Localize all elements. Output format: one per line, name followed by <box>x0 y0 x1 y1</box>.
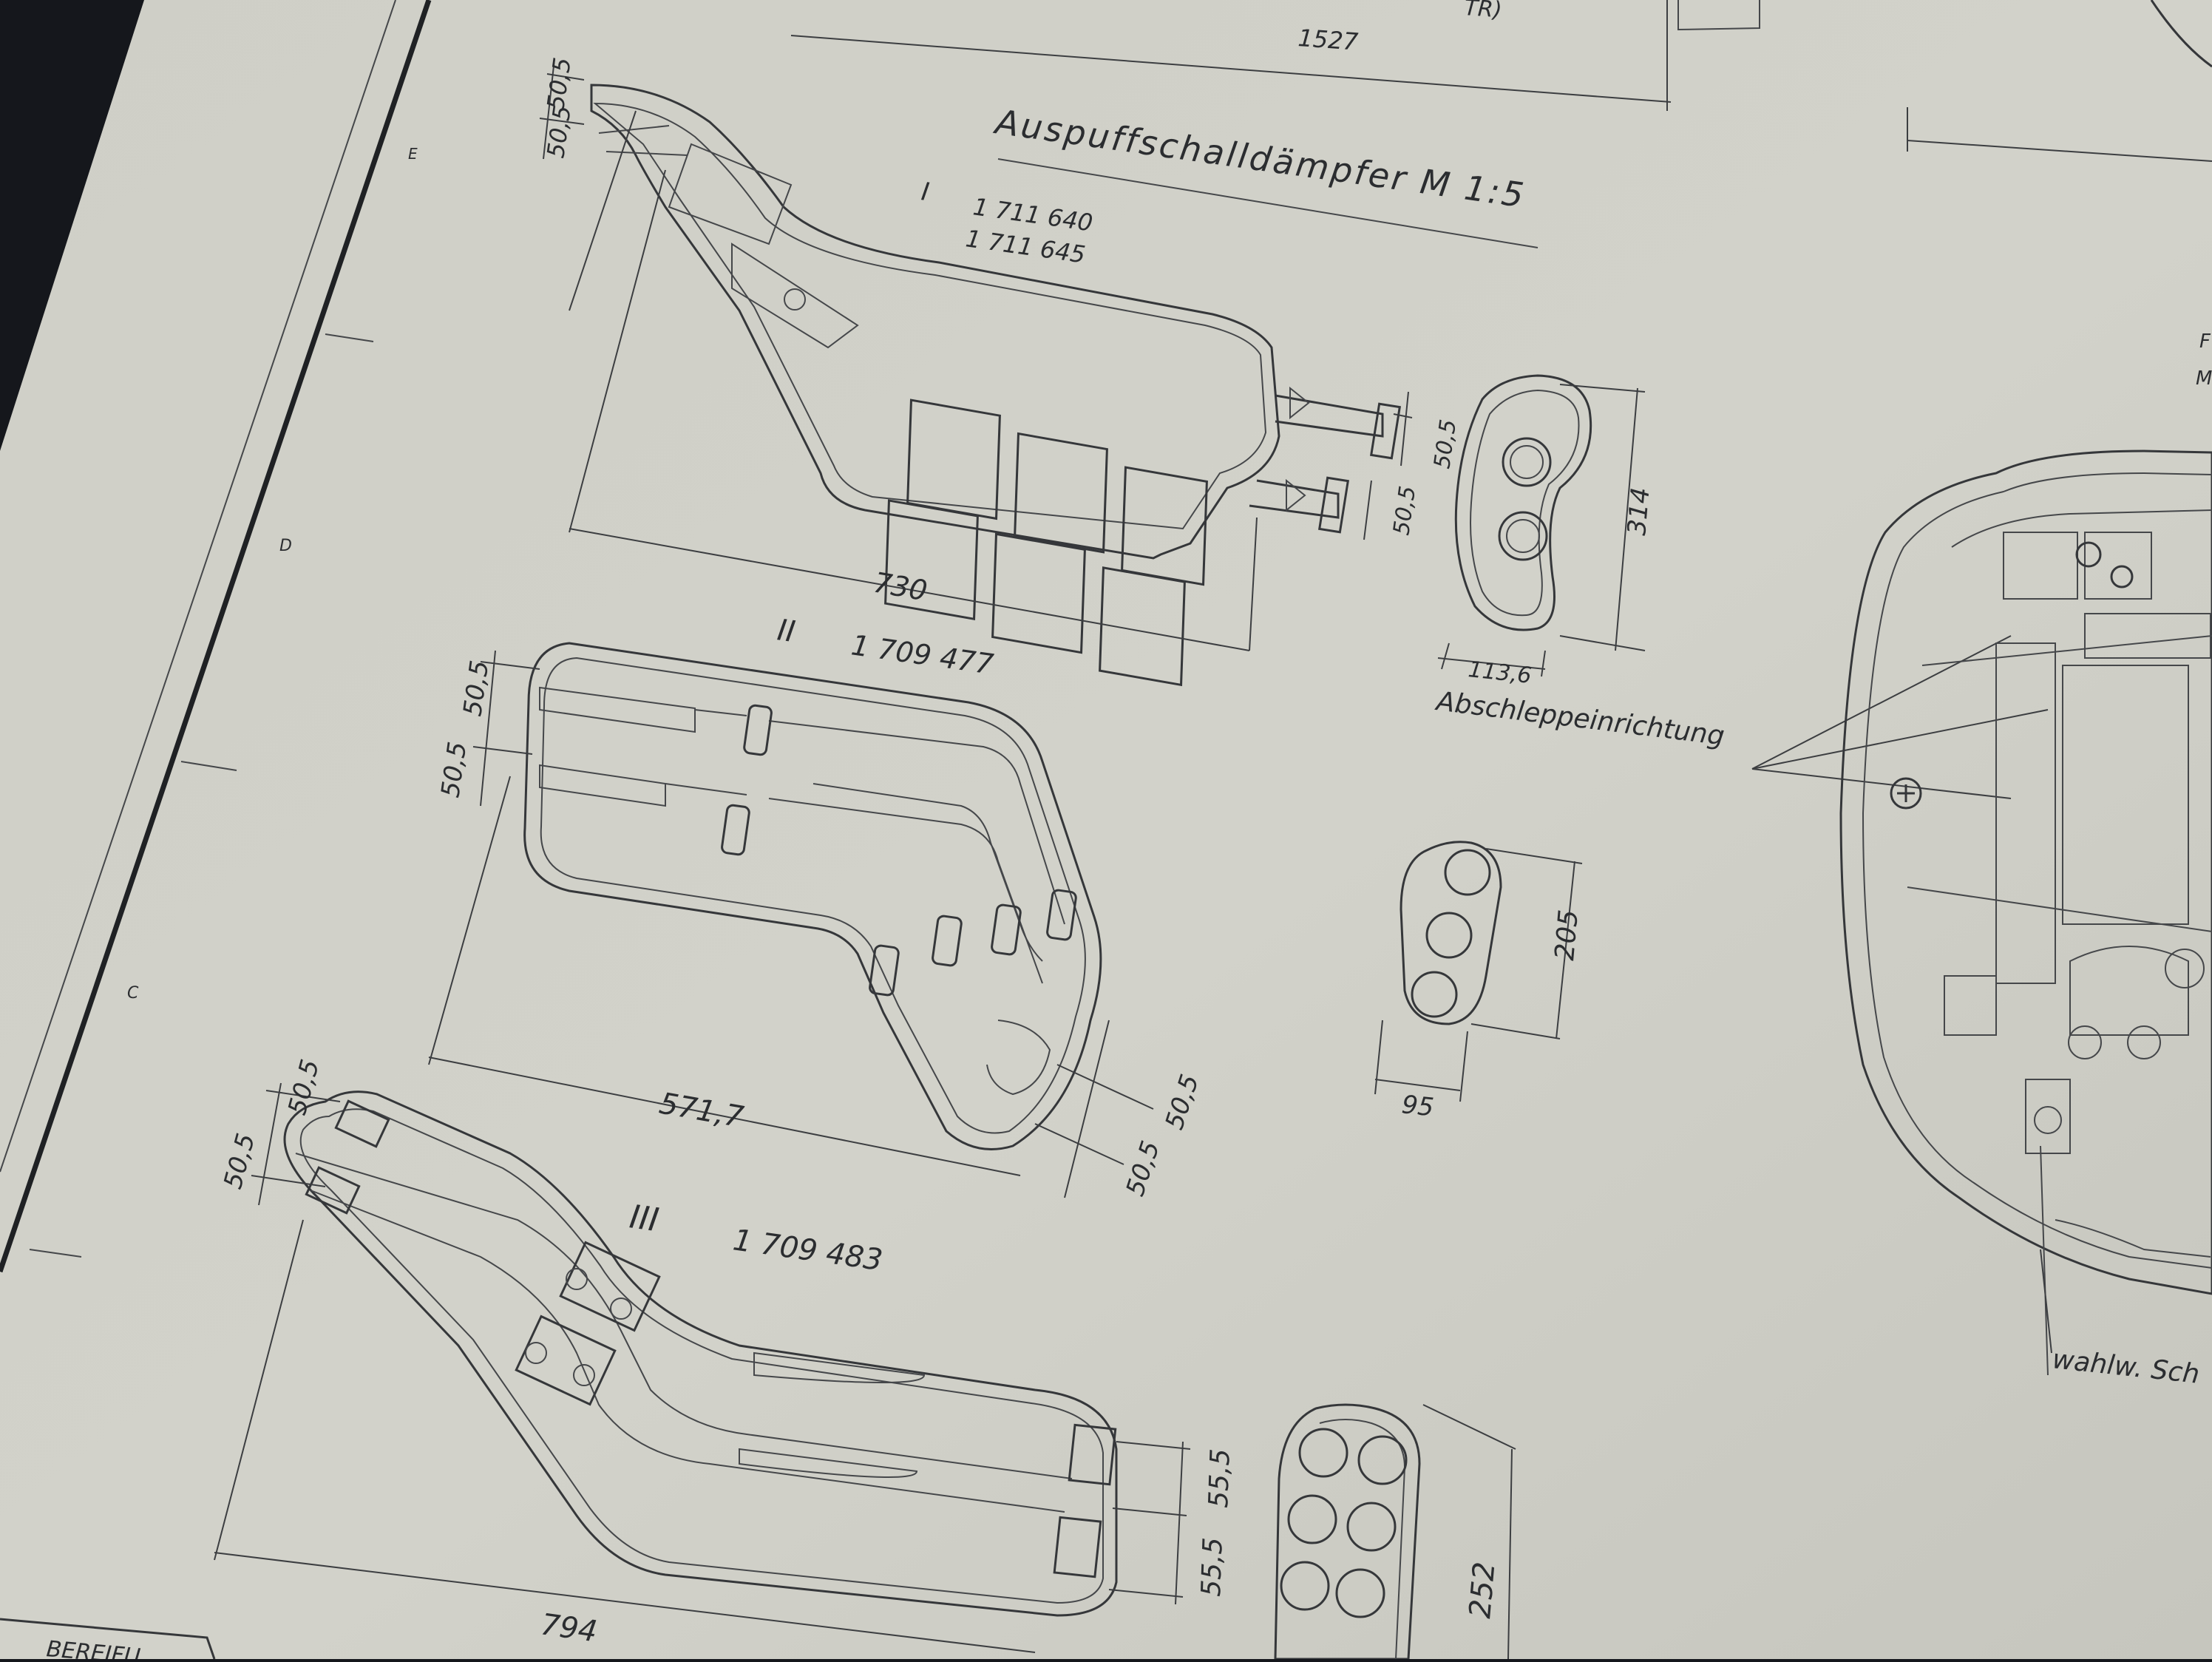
muffler-3-end-view: 252 <box>1274 1403 1516 1661</box>
muffler-3-label: III <box>627 1198 661 1239</box>
top-dimension-1527: 1527 <box>1297 24 1360 56</box>
muffler-3-width: 794 <box>539 1607 600 1649</box>
muffler-2-end-width: 95 <box>1400 1090 1435 1122</box>
top-fragment: TR) <box>1463 0 1502 24</box>
right-edge-letter-f: F <box>2199 330 2211 353</box>
muffler-2-end-view: 205 95 <box>1374 841 1584 1122</box>
muffler-1-end-view: 314 113,6 <box>1437 374 1656 689</box>
right-edge-letter-m: M <box>2196 367 2212 390</box>
muffler-1: 730 50,5 50,5 50,5 50,5 I 1 711 640 1 71… <box>539 55 1462 687</box>
muffler-2: 571,7 50,5 50,5 50,5 50,5 II 1 709 477 <box>428 613 1205 1200</box>
muffler-3-outlet-dim-1: 55,5 <box>1204 1448 1236 1509</box>
car-front-view <box>1839 450 2212 1376</box>
drawing-frame-border <box>0 0 432 1273</box>
frame-letter-d: D <box>279 537 292 555</box>
frame-letter-c: C <box>127 984 139 1003</box>
muffler-3-end-height: 252 <box>1463 1561 1502 1620</box>
muffler-1-end-height: 314 <box>1622 486 1656 537</box>
muffler-3-outlet-dim-2: 55,5 <box>1196 1537 1229 1598</box>
frame-inner-line <box>0 0 396 1173</box>
muffler-2-end-height: 205 <box>1550 909 1584 962</box>
frame-letter-e: E <box>408 145 418 163</box>
